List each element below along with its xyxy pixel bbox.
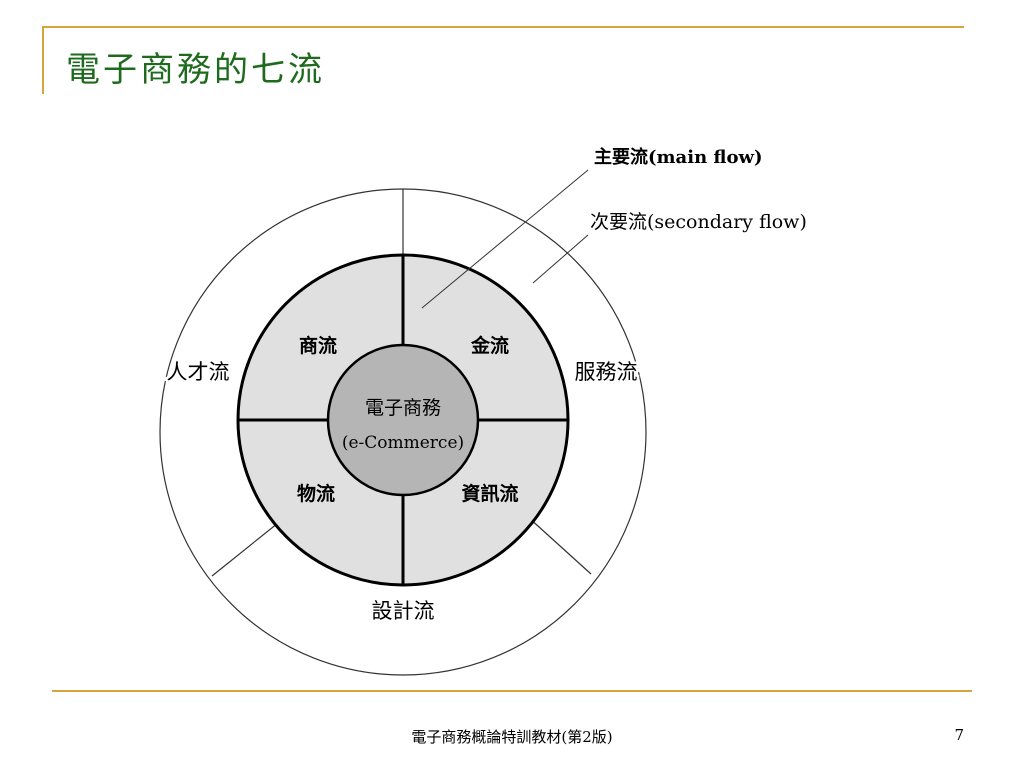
center-sublabel: (e-Commerce) [342,433,464,453]
outer-divider-lower-left [211,518,284,577]
footer-rule [52,690,972,692]
page-number: 7 [954,726,964,744]
center-label: 電子商務 [365,397,441,419]
slide-title: 電子商務的七流 [66,50,325,90]
outer-divider-lower-right [527,516,592,575]
footer-text: 電子商務概論特訓教材(第2版) [411,728,613,746]
secondary-flow-label-design: 設計流 [372,599,435,623]
main-flow-label-logistics: 物流 [297,482,335,505]
main-flow-label-commerce: 商流 [299,334,337,357]
secondary-flow-legend: 次要流(secondary flow) [590,211,807,233]
main-flow-callout-line [421,169,589,309]
main-flow-legend: 主要流(main flow) [594,146,763,168]
main-flow-label-cash: 金流 [470,334,509,357]
center-circle [326,343,480,497]
secondary-flow-label-service: 服務流 [575,360,638,384]
main-flow-label-information: 資訊流 [461,482,518,505]
secondary-flow-label-talent: 人才流 [167,360,230,384]
secondary-flow-callout-line [532,234,589,284]
title-bar [42,26,964,94]
